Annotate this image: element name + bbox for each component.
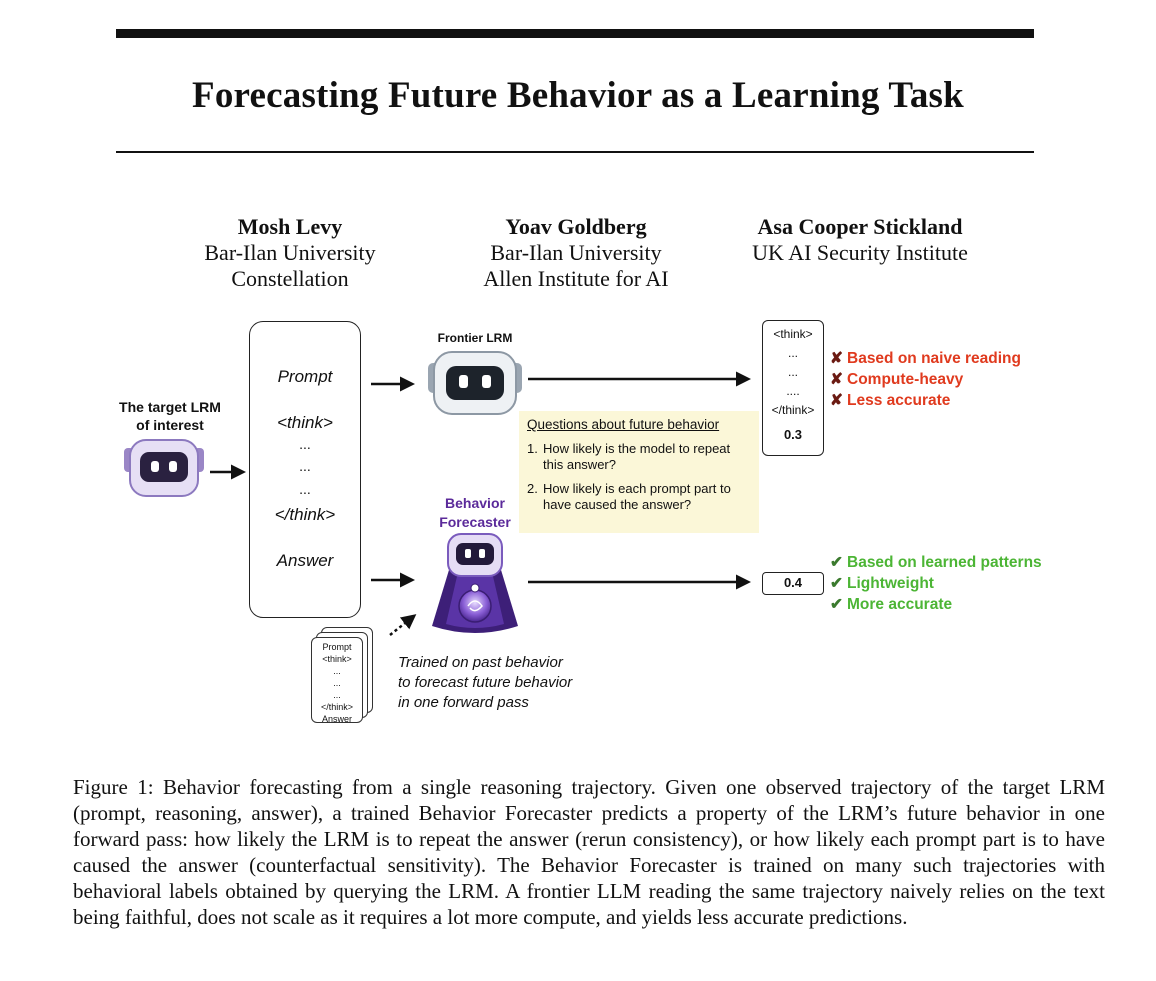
question-text: How likely is each prompt part to have c… xyxy=(543,481,731,512)
cross-icon: ✘ xyxy=(830,392,843,409)
pro-text: Lightweight xyxy=(847,575,934,592)
text-line: in one forward pass xyxy=(398,694,529,711)
question-item: 2. How likely is each prompt part to hav… xyxy=(527,481,751,513)
card-line: Prompt xyxy=(322,642,352,652)
cross-icon: ✘ xyxy=(830,371,843,388)
check-icon: ✔ xyxy=(830,575,843,592)
target-robot-icon xyxy=(124,439,204,497)
output-dots: ... xyxy=(787,365,798,379)
label-line: of interest xyxy=(136,417,204,433)
trajectory-dots: ... xyxy=(299,458,311,474)
forecaster-pros-list: ✔Based on learned patterns ✔Lightweight … xyxy=(830,552,1042,615)
trajectory-answer: Answer xyxy=(276,551,334,570)
cross-icon: ✘ xyxy=(830,350,843,367)
trajectory-dots: ... xyxy=(299,436,311,452)
text-line: to forecast future behavior xyxy=(398,674,573,691)
author-affiliation: Bar-Ilan University xyxy=(490,240,662,265)
training-card-text: Prompt <think> ... ... ... </think> Answ… xyxy=(311,641,363,725)
trajectory-prompt: Prompt xyxy=(277,367,333,386)
figure-caption: Figure 1: Behavior forecasting from a si… xyxy=(73,775,1105,929)
card-line: ... xyxy=(333,678,341,688)
trajectory-think-open: <think> xyxy=(277,413,333,432)
con-item: ✘Based on naive reading xyxy=(830,348,1021,369)
frontier-lrm-label: Frontier LRM xyxy=(437,331,513,345)
question-text: How likely is the model to repeat this a… xyxy=(543,441,731,472)
output-think-open: <think> xyxy=(773,327,813,341)
pro-item: ✔Lightweight xyxy=(830,573,1042,594)
training-card-front xyxy=(311,637,363,723)
training-description: Trained on past behavior to forecast fut… xyxy=(398,653,638,713)
paper-title: Forecasting Future Behavior as a Learnin… xyxy=(192,75,964,116)
author-block-1: Mosh Levy Bar-Ilan University Constellat… xyxy=(150,214,430,292)
card-line: </think> xyxy=(320,702,354,712)
target-lrm-label: The target LRM of interest xyxy=(90,398,250,434)
con-text: Based on naive reading xyxy=(847,350,1021,367)
trajectory-think-close: </think> xyxy=(274,505,336,524)
author-block-2: Yoav Goldberg Bar-Ilan University Allen … xyxy=(436,214,716,292)
pro-item: ✔More accurate xyxy=(830,594,1042,615)
trajectory-dots: ... xyxy=(299,481,311,497)
frontier-output-box: <think> ... ... .... </think> 0.3 xyxy=(762,320,824,456)
questions-heading: Questions about future behavior xyxy=(527,417,720,432)
con-item: ✘Compute-heavy xyxy=(830,369,1021,390)
author-affiliation: Constellation xyxy=(231,266,349,291)
trajectory-box xyxy=(249,321,361,618)
text-line: Trained on past behavior xyxy=(398,654,563,671)
check-icon: ✔ xyxy=(830,596,843,613)
author-name: Mosh Levy xyxy=(237,214,343,239)
output-dots: .... xyxy=(786,384,800,398)
behavior-forecaster-label: Behavior Forecaster xyxy=(420,494,530,532)
pro-text: More accurate xyxy=(847,596,953,613)
author-affiliation: UK AI Security Institute xyxy=(752,240,968,265)
top-rule xyxy=(116,29,1034,38)
forecaster-robot-icon xyxy=(432,533,518,633)
output-think-close: </think> xyxy=(771,403,815,417)
frontier-score: 0.3 xyxy=(783,427,803,442)
questions-box: Questions about future behavior 1. How l… xyxy=(519,411,759,533)
frontier-cons-list: ✘Based on naive reading ✘Compute-heavy ✘… xyxy=(830,348,1021,411)
author-affiliation: Allen Institute for AI xyxy=(483,266,669,291)
author-block-3: Asa Cooper Stickland UK AI Security Inst… xyxy=(720,214,1000,266)
author-affiliation: Bar-Ilan University xyxy=(204,240,376,265)
check-icon: ✔ xyxy=(830,554,843,571)
question-number: 1. xyxy=(527,441,538,456)
author-name: Asa Cooper Stickland xyxy=(757,214,963,239)
title-rule xyxy=(116,151,1034,153)
con-text: Less accurate xyxy=(847,392,951,409)
pro-item: ✔Based on learned patterns xyxy=(830,552,1042,573)
question-item: 1. How likely is the model to repeat thi… xyxy=(527,441,751,473)
frontier-robot-icon xyxy=(428,351,522,415)
arrow-training-data xyxy=(389,614,417,636)
label-line: Behavior xyxy=(445,495,505,511)
question-number: 2. xyxy=(527,481,538,496)
author-name: Yoav Goldberg xyxy=(505,214,647,239)
output-dots: ... xyxy=(787,346,798,360)
card-line: <think> xyxy=(322,654,352,664)
forecaster-score: 0.4 xyxy=(762,572,824,595)
label-line: The target LRM xyxy=(119,399,221,415)
con-text: Compute-heavy xyxy=(847,371,964,388)
con-item: ✘Less accurate xyxy=(830,390,1021,411)
card-line: Answer xyxy=(321,714,352,724)
card-line: ... xyxy=(333,666,341,676)
pro-text: Based on learned patterns xyxy=(847,554,1042,571)
label-line: Forecaster xyxy=(439,514,511,530)
card-line: ... xyxy=(333,690,341,700)
